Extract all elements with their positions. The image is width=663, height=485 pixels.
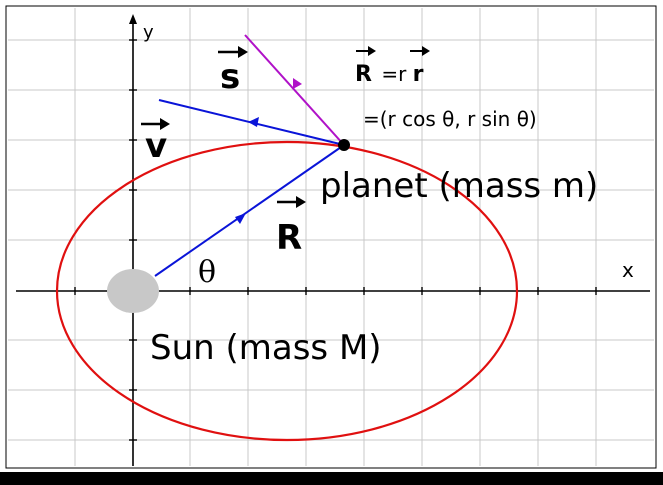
- formula-r-hat-overarrow-head: [422, 46, 430, 56]
- y-axis-arrowhead: [129, 14, 137, 24]
- vector-s-label: s: [220, 57, 240, 97]
- vector-R-label-group: R: [276, 196, 306, 258]
- vector-v-label-group: v: [141, 118, 170, 166]
- formula-r-hat: r: [413, 62, 424, 87]
- bottom-bar: [0, 472, 663, 485]
- x-axis-label: x: [622, 258, 634, 282]
- y-axis-label: y: [143, 22, 154, 43]
- vector-v-label: v: [145, 126, 167, 166]
- vector-v-arrowhead: [248, 117, 259, 127]
- theta-label: θ: [198, 255, 216, 290]
- planet-label: planet (mass m): [320, 166, 598, 206]
- planet: [338, 139, 350, 151]
- diagram-frame: [5, 5, 657, 469]
- formula-components: =(r cos θ, r sin θ): [363, 107, 537, 131]
- grid: [8, 8, 654, 466]
- orbit-ellipse: [55, 140, 519, 442]
- vector-R-arrowhead: [235, 213, 246, 224]
- formula-equals-r: =r: [381, 62, 407, 86]
- vector-s-label-group: s: [218, 46, 248, 97]
- vector-v-overarrow-head: [160, 118, 170, 130]
- vector-R-label: R: [276, 218, 302, 258]
- vector-s-arrowhead: [293, 78, 302, 89]
- vector-s-overarrow-head: [238, 46, 248, 58]
- vector-s: [244, 34, 345, 146]
- svg-text:R =r r: R =r r: [355, 62, 424, 87]
- formula-R: R: [355, 62, 372, 87]
- sun: [107, 269, 159, 313]
- vector-R: [154, 144, 345, 277]
- sun-label: Sun (mass M): [150, 328, 382, 368]
- formula-vector-R: R =r r: [355, 46, 430, 87]
- vector-R-overarrow-head: [296, 196, 306, 208]
- formula-R-overarrow-head: [368, 46, 376, 56]
